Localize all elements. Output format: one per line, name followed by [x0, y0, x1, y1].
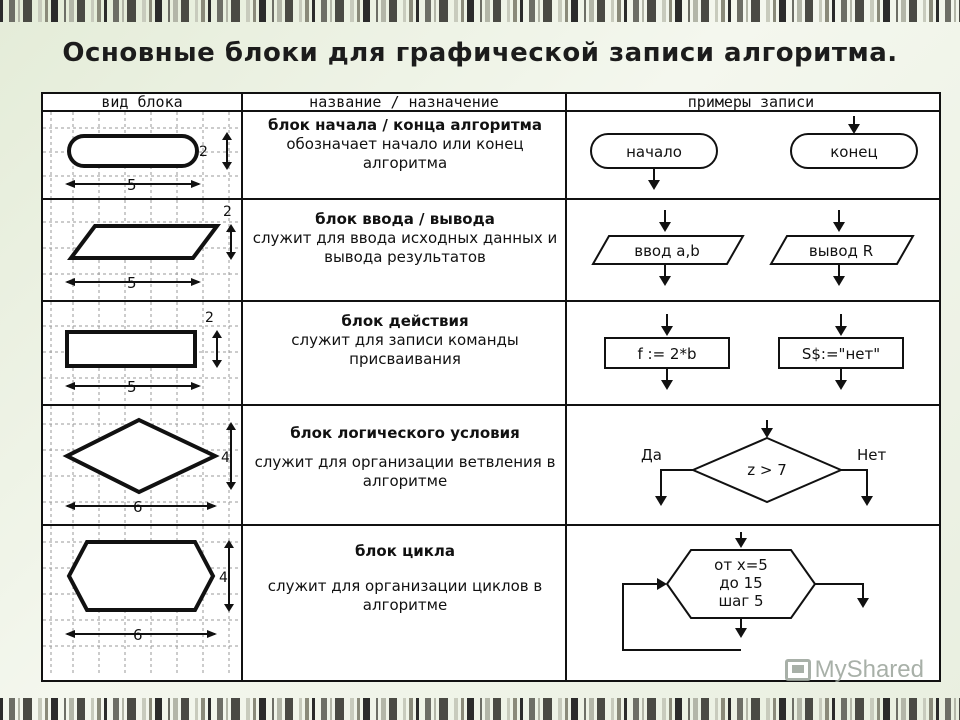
no-branch-line: [841, 469, 868, 498]
row-text: служит для записи команды присваивания: [291, 331, 519, 368]
yes-label: Да: [641, 446, 662, 464]
arrow-down-icon: [835, 326, 847, 336]
yes-branch-line: [660, 469, 693, 498]
row-divider: [43, 404, 939, 406]
row-divider: [43, 110, 939, 112]
row-text: служит для ввода исходных данных и вывод…: [252, 229, 558, 266]
row-divider: [43, 300, 939, 302]
action-examples: f := 2*b S$:="нет": [604, 314, 904, 390]
arrow-down-icon: [648, 180, 660, 190]
column-divider: [241, 94, 243, 680]
loop-block-shape: [66, 540, 216, 612]
height-dim-label: 2: [199, 144, 208, 160]
loop-back-line: [622, 583, 741, 651]
action-description: блок действия служит для записи команды …: [245, 312, 565, 369]
condition-example-label: z > 7: [747, 461, 787, 479]
height-dim-label: 4: [219, 570, 228, 586]
row-text: служит для организации ветвления в алгор…: [254, 453, 556, 490]
row-title: блок действия: [341, 312, 469, 330]
height-dim-label: 2: [205, 310, 214, 326]
assign-example-label: f := 2*b: [637, 345, 696, 363]
slide-title: Основные блоки для графической записи ал…: [62, 38, 898, 68]
assign-example-shape: [604, 337, 730, 369]
top-stripe-bar: [0, 0, 960, 22]
decision-block-shape: [62, 417, 220, 495]
width-dim-label: 5: [127, 274, 137, 292]
column-divider: [565, 94, 567, 680]
width-dim-label: 6: [133, 626, 143, 644]
io-shape-cell: 2 5: [43, 200, 241, 300]
end-example-label: конец: [830, 143, 877, 161]
blocks-table: вид блока название / назначение примеры …: [41, 92, 941, 682]
presentation-icon: [784, 659, 811, 681]
arrow-down-icon: [735, 628, 747, 638]
loop-exit-line: [815, 583, 864, 600]
arrow-down-icon: [735, 538, 747, 548]
loop-step-label: шаг 5: [718, 592, 763, 610]
height-dim-label: 4: [221, 450, 230, 466]
width-dim-label: 5: [127, 378, 137, 396]
row-divider: [43, 524, 939, 526]
bottom-stripe-bar: [0, 698, 960, 720]
input-example-shape: [591, 235, 745, 265]
row-title: блок ввода / вывода: [315, 210, 495, 228]
output-example-label: вывод R: [809, 242, 873, 260]
header-examples: примеры записи: [687, 93, 815, 111]
start-example-label: начало: [626, 143, 682, 161]
decision-examples: z > 7 Да Нет: [641, 420, 887, 506]
arrow-down-icon: [861, 496, 873, 506]
arrow-down-icon: [659, 222, 671, 232]
header-block-type: вид блока: [101, 93, 183, 111]
width-dim-label: 5: [127, 176, 137, 194]
row-text: служит для организации циклов в алгоритм…: [267, 577, 543, 614]
condition-example-shape: [690, 436, 844, 504]
arrow-down-icon: [661, 380, 673, 390]
arrow-down-icon: [848, 124, 860, 134]
row-divider: [43, 198, 939, 200]
action-shape-cell: 2 5: [43, 302, 241, 404]
row-title: блок начала / конца алгоритма: [268, 116, 542, 134]
row-title: блок цикла: [354, 542, 456, 560]
action-block-shape: [65, 330, 197, 368]
loop-to-label: до 15: [719, 574, 762, 592]
watermark-text: MyShared: [814, 656, 924, 683]
arrow-down-icon: [661, 326, 673, 336]
no-label: Нет: [857, 446, 887, 464]
io-block-shape: [67, 224, 221, 260]
arrow-down-icon: [833, 276, 845, 286]
terminator-block-shape: [67, 134, 199, 168]
loop-shape-cell: 4 6: [43, 526, 241, 676]
assign-string-example-shape: [778, 337, 904, 369]
arrow-down-icon: [659, 276, 671, 286]
arrow-down-icon: [761, 428, 773, 438]
arrow-down-icon: [655, 496, 667, 506]
input-example-label: ввод a,b: [634, 242, 699, 260]
row-text: обозначает начало или конец алгоритма: [286, 135, 524, 172]
loop-description: блок цикла служит для организации циклов…: [245, 542, 565, 615]
height-dim-label: 2: [223, 204, 232, 220]
io-examples: ввод a,b вывод R: [591, 210, 915, 286]
width-dim-label: 6: [133, 498, 143, 516]
terminator-shape-cell: 2 5: [43, 112, 241, 198]
decision-description: блок логического условия служит для орга…: [245, 424, 565, 491]
arrow-down-icon: [833, 222, 845, 232]
loop-from-label: от x=5: [714, 556, 768, 574]
loop-examples: от x=5 до 15 шаг 5: [622, 532, 869, 651]
header-name-purpose: название / назначение: [309, 93, 499, 111]
decision-shape-cell: 4 6: [43, 406, 241, 524]
io-description: блок ввода / вывода служит для ввода исх…: [245, 210, 565, 267]
arrow-right-icon: [657, 578, 667, 590]
arrow-down-icon: [835, 380, 847, 390]
output-example-shape: [769, 235, 915, 265]
watermark: MyShared: [784, 656, 924, 684]
terminator-examples: начало конец: [590, 116, 918, 190]
assign-string-example-label: S$:="нет": [802, 345, 880, 363]
arrow-down-icon: [857, 598, 869, 608]
row-title: блок логического условия: [290, 424, 520, 442]
terminator-description: блок начала / конца алгоритма обозначает…: [245, 116, 565, 173]
